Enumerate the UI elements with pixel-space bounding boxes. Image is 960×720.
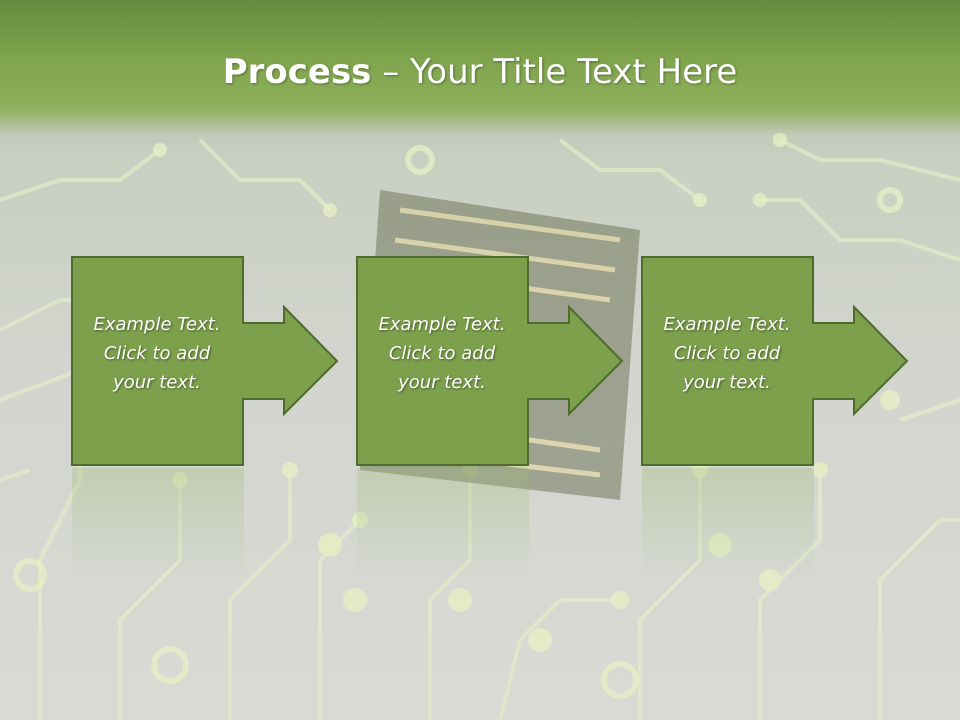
step-2-reflection	[357, 468, 529, 578]
step-2-arrow-shape	[356, 256, 624, 466]
step-1-reflection	[72, 468, 244, 578]
process-step-1[interactable]: Example Text. Click to add your text.	[71, 256, 344, 468]
step-3-text: Example Text. Click to add your text.	[663, 314, 791, 393]
step-1-text: Example Text. Click to add your text.	[93, 314, 221, 393]
step-2-text: Example Text. Click to add your text.	[378, 314, 506, 393]
title-bar	[0, 0, 960, 135]
step-3-arrow-shape	[641, 256, 909, 466]
slide-title[interactable]: Process – Your Title Text Here	[0, 52, 960, 92]
title-bold: Process	[222, 52, 372, 92]
process-step-2[interactable]: Example Text. Click to add your text.	[356, 256, 629, 468]
process-step-3[interactable]: Example Text. Click to add your text.	[641, 256, 914, 468]
step-1-arrow-shape	[71, 256, 339, 466]
title-rest: – Your Title Text Here	[371, 52, 738, 92]
step-3-reflection	[642, 468, 814, 578]
